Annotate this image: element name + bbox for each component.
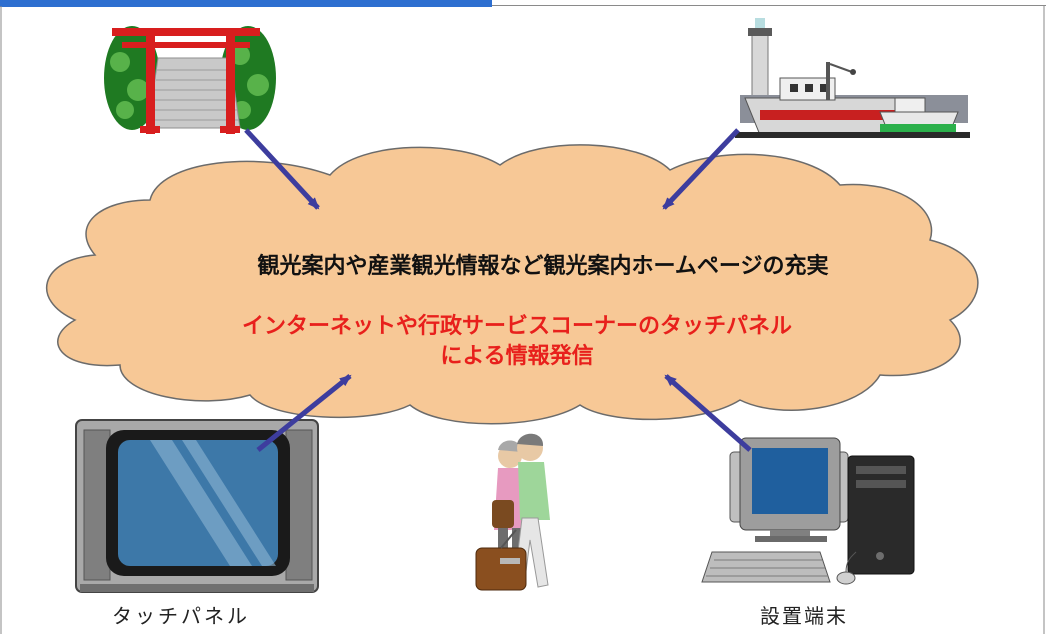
cloud-highlight-line2: による情報発信 [440, 344, 594, 369]
arrow-harbor-to-cloud [662, 128, 740, 210]
touch-panel-monitor-icon [75, 419, 319, 593]
header-bar [0, 0, 1046, 7]
cloud-headline: 観光案内や産業観光情報など観光案内ホームページの充実 [257, 254, 829, 279]
travelers-icon [475, 433, 550, 591]
shrine-torii-icon [104, 26, 276, 134]
desktop-computer-icon [701, 437, 915, 585]
cloud-highlight-line1: インターネットや行政サービスコーナーのタッチパネル [241, 314, 792, 339]
arrow-panel-to-cloud [256, 374, 352, 452]
caption-touch-panel: タッチパネル [112, 604, 250, 628]
arrow-shrine-to-cloud [244, 128, 320, 210]
harbor-ship-icon [735, 18, 970, 138]
caption-terminal: 設置端末 [760, 604, 848, 628]
header-rule [492, 5, 1046, 6]
arrows-group [244, 128, 752, 452]
cloud-shape [46, 144, 979, 425]
cloud-highlight: インターネットや行政サービスコーナーのタッチパネル による情報発信 [0, 312, 1040, 372]
arrow-computer-to-cloud [664, 374, 752, 452]
header-accent-bar [0, 0, 492, 7]
